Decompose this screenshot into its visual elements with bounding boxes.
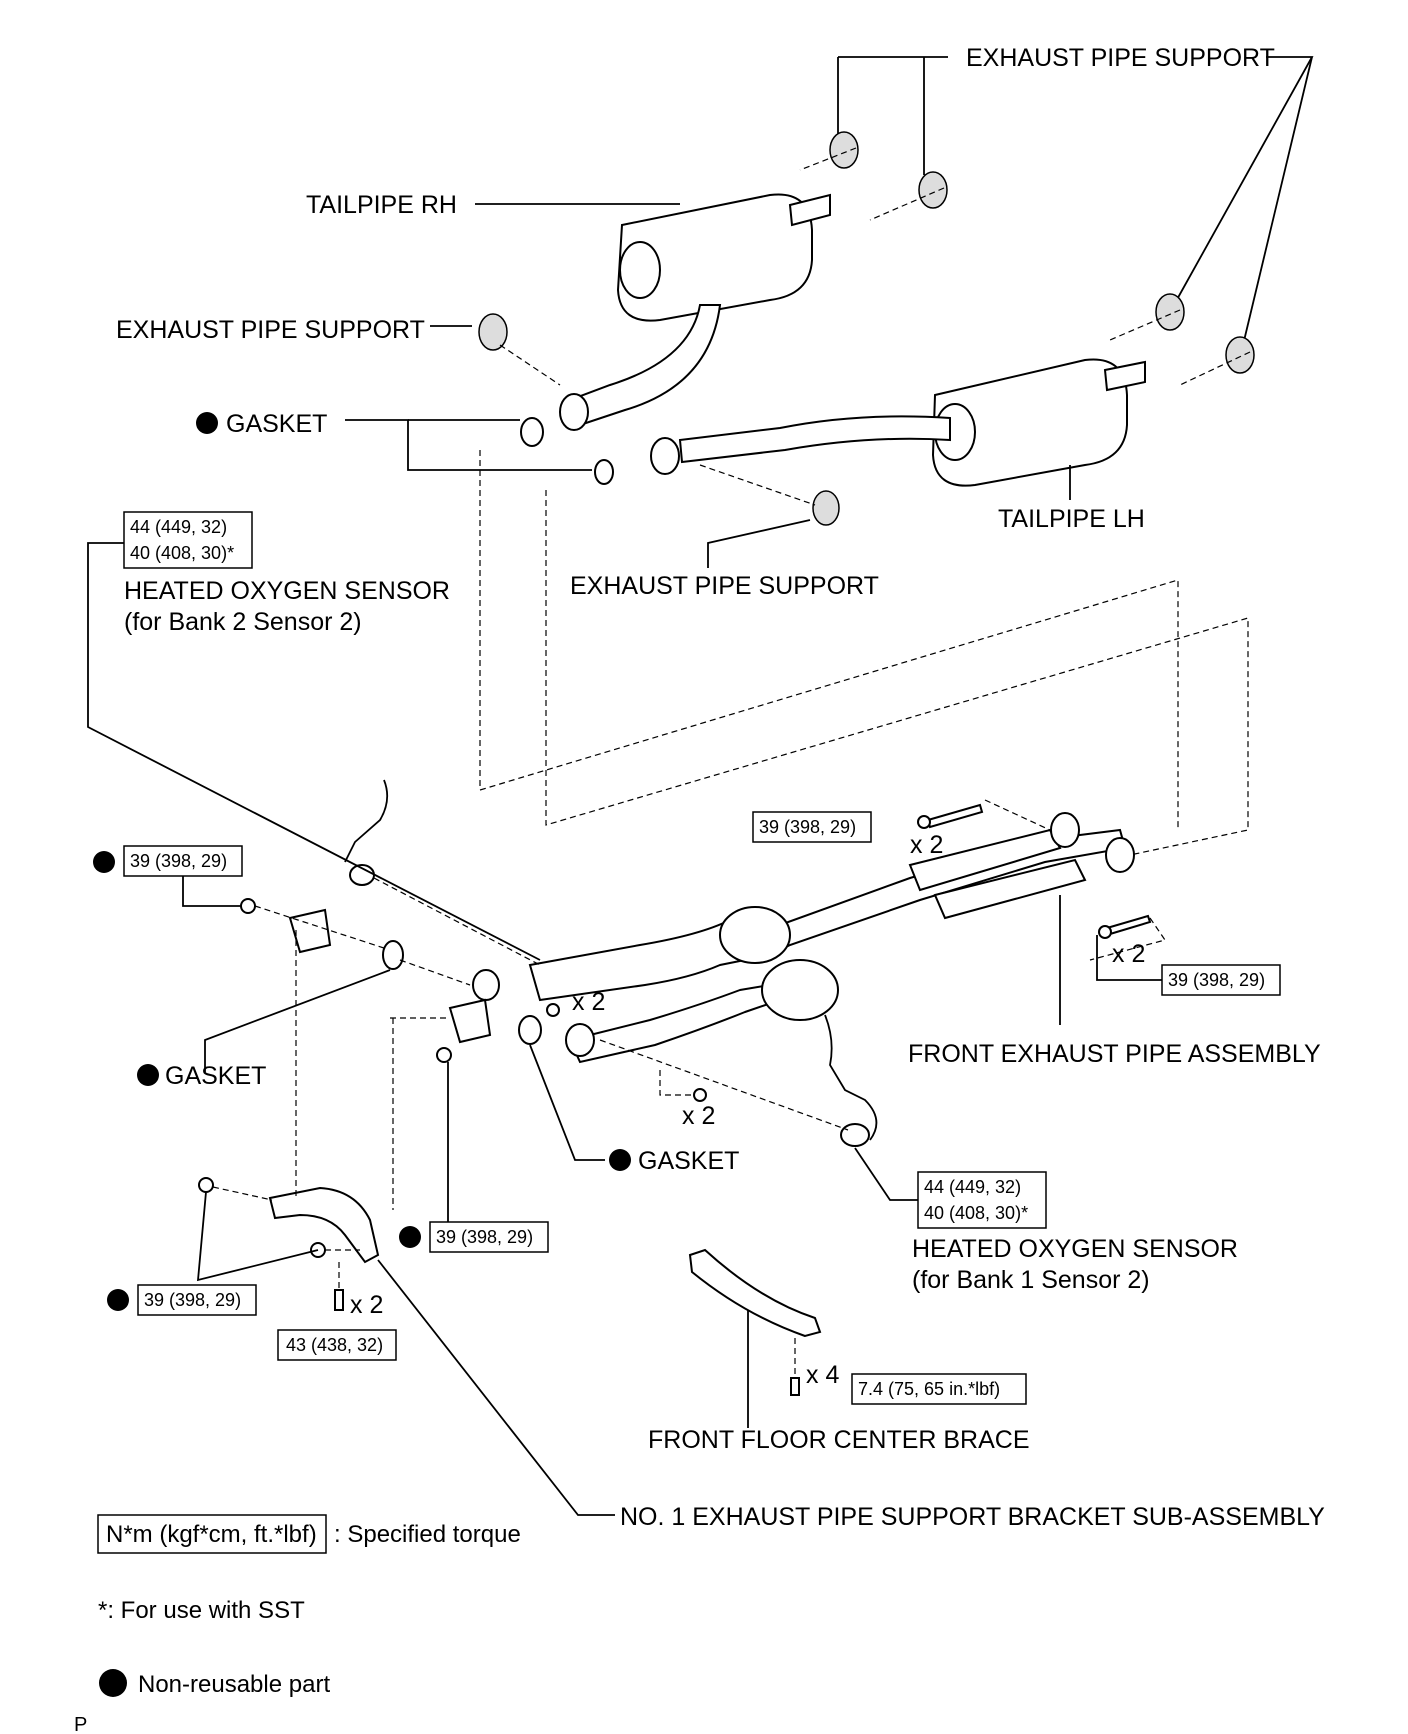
exhaust-pipe-support-top-group: [799, 56, 1314, 386]
nonreusable-mark-icon: [93, 851, 115, 873]
torque-ho2s-bank1-a: 44 (449, 32): [924, 1177, 1021, 1197]
legend-torque-desc: : Specified torque: [334, 1521, 521, 1548]
torque-right-bolt: 39 (398, 29): [1168, 970, 1265, 990]
nut: [436, 1047, 452, 1063]
label-ho2s-bank2-line1: HEATED OXYGEN SENSOR: [124, 577, 450, 605]
legend-sst-note: *: For use with SST: [98, 1597, 305, 1624]
label-gasket-center: GASKET: [638, 1147, 739, 1175]
torque-ho2s-bank2-a: 44 (449, 32): [130, 517, 227, 537]
torque-center-nut: 39 (398, 29): [436, 1227, 533, 1247]
exhaust-pipe-support-rubber: [1225, 336, 1255, 374]
torque-brace-bolt: 7.4 (75, 65 in.*lbf): [858, 1379, 1000, 1399]
torque-ho2s-bank1-b: 40 (408, 30)*: [924, 1203, 1028, 1223]
label-ho2s-bank1-line2: (for Bank 1 Sensor 2): [912, 1266, 1150, 1294]
qty-lower-bolt: x 2: [682, 1102, 715, 1130]
bolt-head: [1098, 925, 1112, 939]
torque-box: [1161, 964, 1281, 996]
legend-torque-units: N*m (kgf*cm, ft.*lbf): [106, 1521, 317, 1548]
tailpipe-lh: [650, 358, 1146, 487]
exhaust-pipe-support-rubber: [1155, 293, 1185, 331]
corner-mark: P: [74, 1714, 87, 1734]
exhaust-pipe-support-rubber: [812, 490, 840, 526]
nonreusable-mark-icon: [609, 1149, 631, 1171]
label-ho2s-bank1-line1: HEATED OXYGEN SENSOR: [912, 1235, 1238, 1263]
qty-front-top: x 2: [910, 831, 943, 859]
torque-box: [917, 1171, 1047, 1229]
bolt-head: [917, 815, 931, 829]
label-tailpipe-lh: TAILPIPE LH: [998, 505, 1145, 533]
torque-box: [123, 511, 253, 569]
torque-box: [752, 811, 872, 843]
flange-plate: [288, 908, 332, 954]
bolt: [926, 803, 984, 829]
nonreusable-mark-icon: [137, 1064, 159, 1086]
label-tailpipe-rh: TAILPIPE RH: [306, 191, 457, 219]
nut: [240, 898, 256, 914]
ho2s-bank2: [344, 779, 541, 966]
nonreusable-legend-icon: [99, 1669, 127, 1697]
qty-right-bolt: x 2: [1112, 940, 1145, 968]
no1-exhaust-pipe-support-bracket: [198, 930, 380, 1311]
bolt: [546, 1003, 560, 1017]
qty-bracket-bolt: x 2: [350, 1291, 383, 1319]
label-exhaust-pipe-support-mid: EXHAUST PIPE SUPPORT: [570, 572, 879, 600]
torque-box: [137, 1284, 257, 1316]
tailpipe-rh: [559, 193, 831, 431]
gasket-ring: [594, 459, 614, 485]
nonreusable-mark-icon: [399, 1226, 421, 1248]
label-gasket-top: GASKET: [226, 410, 327, 438]
label-ho2s-bank2-line2: (for Bank 2 Sensor 2): [124, 608, 362, 636]
front-exhaust-pipe-assembly: [472, 812, 1135, 1064]
label-gasket-left: GASKET: [165, 1062, 266, 1090]
gasket-ring: [518, 1015, 542, 1045]
legend-nonreusable: Non-reusable part: [138, 1671, 330, 1698]
torque-box: [851, 1373, 1027, 1405]
label-exhaust-pipe-support-top: EXHAUST PIPE SUPPORT: [966, 44, 1275, 72]
bolt: [1105, 914, 1152, 936]
torque-left-nut: 39 (398, 29): [130, 851, 227, 871]
torque-front-top: 39 (398, 29): [759, 817, 856, 837]
exhaust-pipe-support-rubber: [918, 171, 948, 209]
torque-bracket-nut: 39 (398, 29): [144, 1290, 241, 1310]
front-floor-center-brace: [688, 1248, 822, 1396]
torque-box: [429, 1221, 549, 1253]
exhaust-pipe-support-rubber: [478, 313, 508, 351]
gasket-ring: [382, 940, 404, 970]
label-exhaust-pipe-support-left: EXHAUST PIPE SUPPORT: [116, 316, 425, 344]
gasket-ring: [520, 417, 544, 447]
exhaust-pipe-support-rubber: [829, 131, 859, 169]
torque-ho2s-bank2-b: 40 (408, 30)*: [130, 543, 234, 563]
label-no1-bracket: NO. 1 EXHAUST PIPE SUPPORT BRACKET SUB-A…: [620, 1503, 1325, 1531]
torque-box: [277, 1329, 397, 1361]
legend-torque-box: [97, 1514, 327, 1554]
nonreusable-mark-icon: [196, 412, 218, 434]
bolt: [693, 1088, 707, 1102]
qty-brace-bolt: x 4: [806, 1361, 839, 1389]
ho2s-bank1: [599, 1014, 878, 1147]
label-front-floor-center-brace: FRONT FLOOR CENTER BRACE: [648, 1426, 1030, 1454]
flange-plate: [448, 998, 492, 1044]
qty-center-bolt: x 2: [572, 988, 605, 1016]
nonreusable-mark-icon: [107, 1289, 129, 1311]
label-front-exhaust-pipe-assembly: FRONT EXHAUST PIPE ASSEMBLY: [908, 1040, 1321, 1068]
torque-bracket-bolt: 43 (438, 32): [286, 1335, 383, 1355]
